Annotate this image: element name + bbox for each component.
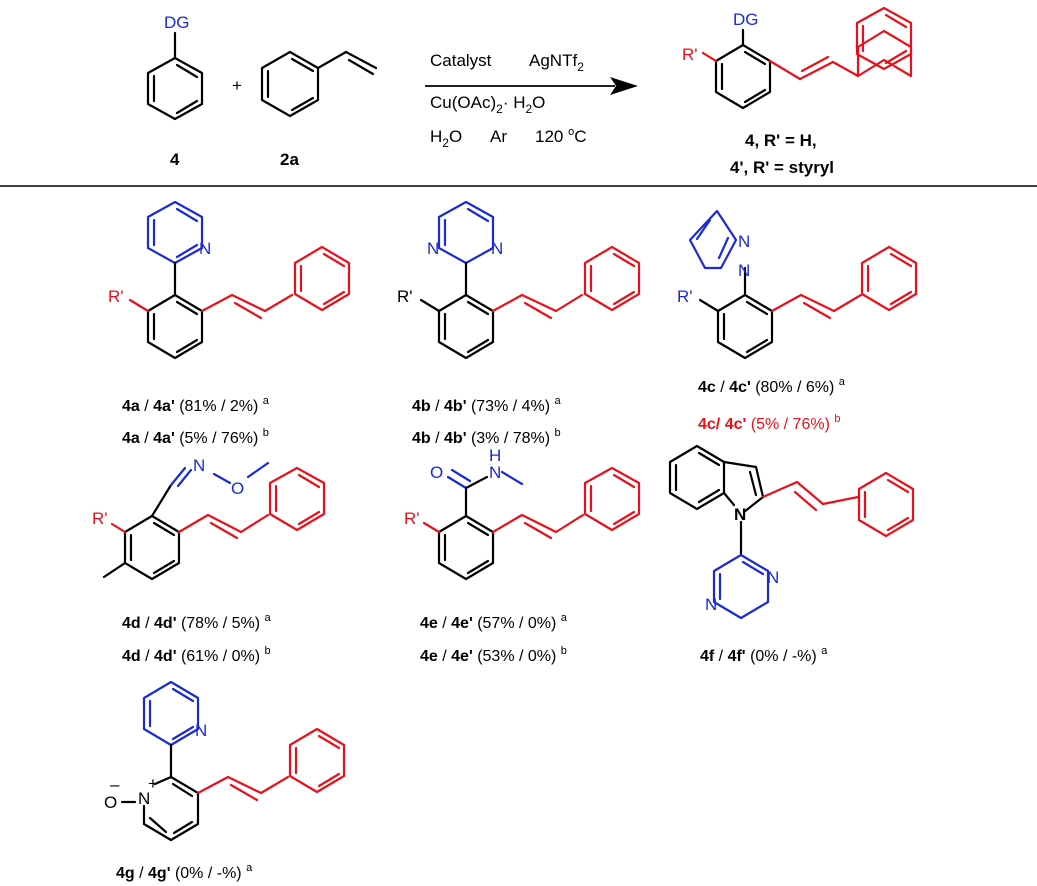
product-structure [701,28,913,110]
compound-4g-plus-charge: + [148,774,158,793]
styrene-structure [260,50,378,118]
compound-4f-n-atom-left: N [705,595,717,614]
product-phenyl-ring [855,6,913,71]
compound-4f-structure [668,444,915,620]
compound-4d-yield-line1: 4d / 4d' (78% / 5%) a [122,612,272,632]
reaction-header: DG 4 + 2a Catalyst AgNTf2 Cu(OAc)2· H2O … [146,6,913,177]
temperature-text: 120 oC [535,126,587,146]
compound-4e-o-atom: O [430,463,443,482]
compound-4c-structure [688,209,918,360]
product-label-line1: 4, R' = H, [745,131,817,150]
compound-4c-yield-line1: 4c / 4c' (80% / 6%) a [698,376,846,396]
substrate-dg-label: DG [164,13,190,32]
compound-4a-structure [128,200,351,360]
compound-4g-yield-line1: 4g / 4g' (0% / -%) a [116,862,253,882]
compound-4c-yield-line2: 4c/ 4c' (5% / 76%) b [698,413,840,433]
reagent-label: 2a [280,150,299,169]
compound-4e-yield-line1: 4e / 4e' (57% / 0%) a [420,612,568,632]
compound-4g-minus-charge: – [110,775,120,794]
compound-4b-n-atom-right: N [491,239,503,258]
compound-4a-yield-line2: 4a / 4a' (5% / 76%) b [122,427,269,447]
substrate-benzene [146,31,204,121]
product-r-label: R' [682,45,698,64]
compound-4g-o-atom: O [104,793,117,812]
compound-4c-n1-atom: N [738,261,750,280]
atmosphere-text: Ar [490,127,507,146]
additive-text: AgNTf2 [529,51,584,74]
product-label-line2: 4', R' = styryl [730,158,834,177]
compound-4g-structure [142,680,346,842]
compound-4e-structure [422,466,641,581]
compound-4f-yield-line1: 4f / 4f' (0% / -%) a [700,645,828,665]
compound-4a-r-label: R' [108,287,124,306]
compound-4e-n-atom: N [489,463,501,482]
compound-4c-n2-atom: N [738,232,750,251]
compound-4e-yield-line2: 4e / 4e' (53% / 0%) b [420,645,567,665]
compound-4d-r-label: R' [92,509,108,528]
compound-4d-structure [102,461,326,581]
compound-4a-yield-line1: 4a / 4a' (81% / 2%) a [122,395,270,415]
plus-sign: + [232,76,242,95]
product-dg-label: DG [733,10,759,29]
compound-4c-r-label: R' [677,287,693,306]
oxidant-text: Cu(OAc)2· H2O [430,93,545,116]
compound-4a-n-atom: N [199,239,211,258]
reaction-arrow [425,77,638,95]
substrate-label: 4 [170,150,180,169]
compound-4d-yield-line2: 4d / 4d' (61% / 0%) b [122,645,271,665]
compound-4d-o-atom: O [231,479,244,498]
compound-4f-n-atom-right: N [767,568,779,587]
compound-4d-n-atom: N [193,456,205,475]
compound-4b-r-label: R' [397,287,413,306]
compound-4b-n-atom-left: N [427,239,439,258]
solvent-text: H2O [430,127,462,150]
compound-4b-yield-line1: 4b / 4b' (73% / 4%) a [412,395,562,415]
compound-4g-n-oxide-atom: N [138,789,150,808]
compound-4f-n-atom-indole: N [734,505,746,524]
compound-4g-n-atom-pyridine: N [195,721,207,740]
compound-4e-h-atom: H [489,446,501,465]
compound-4e-r-label: R' [404,509,420,528]
catalyst-text: Catalyst [430,51,492,70]
compound-4b-yield-line2: 4b / 4b' (3% / 78%) b [412,427,561,447]
compound-4b-structure [419,200,641,360]
